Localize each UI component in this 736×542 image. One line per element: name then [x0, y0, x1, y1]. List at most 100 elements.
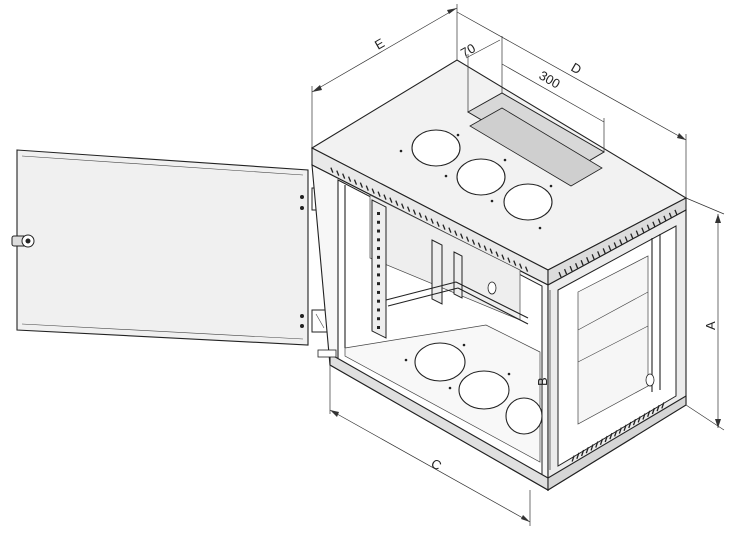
vent-slot	[519, 263, 523, 269]
vent-slot	[424, 215, 428, 221]
vent-slot	[661, 402, 665, 409]
dim-label-a: A	[703, 321, 718, 330]
vent-slot	[647, 410, 651, 418]
vent-slot	[628, 421, 632, 429]
rail-hole	[377, 229, 380, 233]
vent-slot	[471, 239, 476, 245]
rail-hole	[377, 308, 380, 312]
rail-hole	[377, 220, 380, 224]
vent-slot	[668, 212, 673, 219]
rail-hole	[377, 317, 380, 321]
vent-slot	[580, 259, 584, 266]
dim-label-d: D	[569, 60, 585, 78]
vent-slot	[609, 432, 613, 440]
door-lock-icon	[11, 234, 35, 248]
vent-slot	[389, 197, 393, 203]
vent-slot	[574, 262, 579, 269]
rail-hole	[377, 212, 380, 215]
top-cable-hole	[503, 183, 553, 221]
rail-hole	[377, 247, 380, 251]
dim-label-b: B	[535, 377, 550, 386]
front-vent-top	[330, 167, 529, 272]
rail-hole	[377, 238, 380, 242]
bottom-cable-hole	[505, 397, 543, 435]
vent-slot	[448, 227, 452, 233]
bottom-cable-hole	[458, 370, 510, 410]
vent-slot	[571, 455, 575, 462]
vent-slot	[623, 424, 627, 432]
vent-slot	[442, 224, 446, 230]
bottom-cable-hole	[414, 342, 466, 382]
vent-slot	[371, 188, 375, 194]
vent-slot	[353, 179, 358, 185]
vent-slot	[436, 221, 440, 227]
vent-slot	[656, 404, 660, 412]
vent-slot	[646, 224, 650, 230]
vent-slot	[614, 430, 618, 437]
dim-label-slot-length: 300	[537, 68, 563, 92]
cabinet-door	[11, 149, 329, 346]
vent-slot	[454, 230, 458, 236]
side-vent-top	[558, 209, 678, 278]
dim-label-slot-width: 70	[458, 40, 478, 60]
support-bars	[385, 281, 529, 325]
vent-slot	[618, 427, 622, 434]
vent-slot	[330, 167, 334, 173]
vent-slot	[576, 452, 580, 460]
vent-slot	[590, 444, 594, 451]
vent-slot	[342, 173, 346, 179]
rail-hole	[377, 273, 380, 277]
vent-slot	[430, 218, 434, 224]
vent-slot	[513, 260, 517, 266]
cabinet-side	[547, 209, 687, 491]
top-cable-hole	[411, 129, 461, 167]
vent-slot	[418, 212, 422, 218]
vent-slot	[377, 191, 381, 197]
vent-slot	[595, 441, 599, 448]
vent-slot	[637, 416, 641, 423]
vent-slot	[632, 418, 637, 426]
rail-hole	[377, 290, 380, 294]
rail-hole	[377, 264, 380, 268]
vent-slot	[483, 245, 487, 251]
vent-slot	[602, 248, 606, 254]
dimension-lines	[311, 4, 725, 526]
vent-slot	[383, 194, 387, 200]
vent-slot	[395, 200, 399, 206]
side-vent-bottom	[571, 402, 665, 462]
vent-slot	[652, 221, 656, 228]
vent-slot	[460, 233, 464, 239]
vent-slot	[501, 254, 505, 260]
vent-slot	[641, 227, 645, 233]
cabinet-bottom	[344, 324, 543, 463]
vent-slot	[663, 215, 667, 222]
vent-slot	[608, 245, 612, 251]
vent-slot	[465, 236, 470, 242]
vent-slot	[604, 435, 608, 443]
rail-hole	[377, 255, 380, 259]
vent-slot	[558, 271, 562, 278]
vent-slot	[591, 254, 595, 260]
vent-slot	[336, 170, 340, 176]
vent-slot	[563, 268, 568, 275]
vent-slot	[597, 251, 601, 257]
vent-slot	[477, 242, 481, 248]
vent-slot	[630, 233, 634, 239]
vent-slot	[585, 446, 589, 454]
vent-slot	[569, 265, 573, 272]
vent-slot	[406, 206, 411, 212]
vent-slot	[642, 413, 646, 420]
vent-slot	[635, 230, 639, 236]
vent-slot	[619, 239, 623, 245]
vent-slot	[524, 266, 529, 272]
rail-hole	[377, 299, 380, 303]
dim-label-c: C	[429, 456, 445, 474]
vent-slot	[489, 248, 493, 254]
cabinet-top	[310, 59, 688, 286]
rail-hole	[377, 282, 380, 286]
vent-slot	[586, 257, 590, 263]
vent-slot	[674, 209, 678, 216]
vent-slot	[365, 185, 369, 191]
door-hinge-bottom	[300, 309, 329, 333]
